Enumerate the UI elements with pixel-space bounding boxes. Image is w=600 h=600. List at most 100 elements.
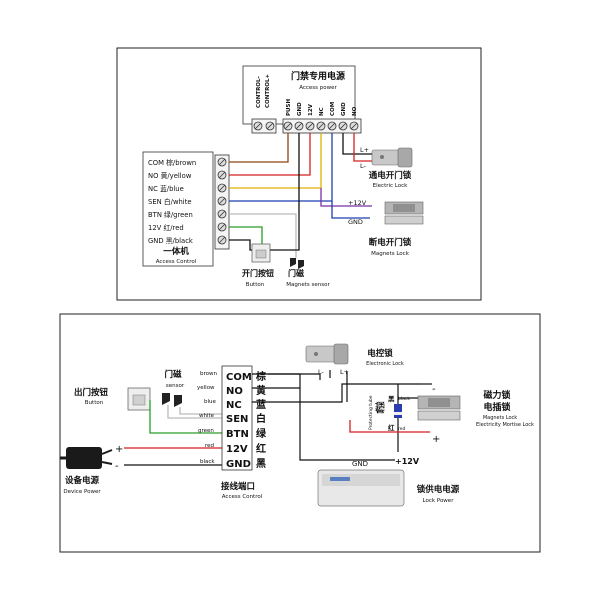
- wire-label-btn: BTN 绿/green: [148, 210, 193, 219]
- p2-color-yellow: yellow: [197, 385, 215, 391]
- all-in-one-title-cn: 一体机: [163, 246, 189, 257]
- power-screw-terminals: [251, 118, 362, 134]
- control-plus-label: CONTROL+: [265, 74, 271, 108]
- p2-terminal-btn: BTN: [226, 429, 249, 440]
- terminal-block-cn: 接线端口: [221, 481, 255, 492]
- p2-cn-yellow: 黄: [256, 384, 266, 397]
- tube-black-cn: 黑: [388, 394, 395, 403]
- p2-cn-red: 红: [256, 442, 266, 455]
- p2-magnet-lock-icon: [417, 395, 461, 421]
- button-icon: [251, 243, 271, 263]
- exit-button-cn: 出门按钮: [74, 387, 109, 398]
- magnet-sensor-en: Magnets sensor: [286, 282, 330, 288]
- panel-2-right-wires: [252, 370, 432, 461]
- wire-red-top: [229, 133, 311, 176]
- p2-12v-label: +12V: [395, 457, 420, 466]
- output-terminal-labels: PUSH GND 12V NC COM GND NO: [286, 99, 358, 116]
- control-minus-label: CONTROL-: [256, 76, 262, 108]
- wire-label-no: NO 黄/yellow: [148, 171, 192, 180]
- device-power-en: Device Power: [63, 489, 101, 495]
- p2-color-blue: blue: [204, 399, 217, 405]
- p2-magnet-lock-en2: Electricity Mortise Lock: [476, 422, 534, 428]
- panel-2-frame: [59, 313, 541, 553]
- wire-lplus: [342, 133, 372, 155]
- door-sensor-cn: 门磁: [164, 369, 182, 380]
- protect-tube-cn-1: 保护管: [373, 402, 386, 414]
- p1-lplus-label: L+: [360, 146, 369, 154]
- tube-black-en: black: [398, 396, 410, 402]
- magnet-lock-cn: 断电开门锁: [369, 237, 412, 248]
- magnet-lock-en: Magnets Lock: [371, 251, 410, 257]
- wire-white: [229, 213, 297, 258]
- lock-power-cn: 锁供电电源: [417, 484, 460, 495]
- panel-1-frame: [116, 47, 482, 301]
- p2-terminal-no: NO: [226, 386, 243, 397]
- electronic-lock-icon: [305, 343, 349, 365]
- p2-terminal-12v: 12V: [226, 444, 248, 455]
- door-sensor-en: sensor: [166, 383, 185, 389]
- p2-terminal-com: COM: [226, 372, 252, 383]
- p2-lminus: L-: [318, 368, 325, 376]
- panel-2-left-wires: [124, 400, 222, 466]
- p2-lplus: L+: [340, 368, 349, 376]
- terminal-label-no: NO: [352, 106, 358, 116]
- wire-gnd-blue: [331, 201, 370, 219]
- p2-terminal-sen: SEN: [226, 414, 248, 425]
- p2-wire-green: [149, 400, 222, 434]
- p2-magnet-lock-cn1: 磁力锁: [483, 389, 510, 401]
- p2-magnet-plus: +: [432, 434, 440, 445]
- wire-green: [229, 226, 263, 246]
- p2-color-red: red: [205, 443, 214, 449]
- lock-power-icon: [317, 469, 405, 507]
- magnet-sensor-cn: 门磁: [288, 268, 304, 278]
- p2-wire-gnd: [268, 373, 395, 461]
- p2-wire-red-lock: [349, 420, 430, 433]
- door-sensor-icon: [162, 393, 182, 407]
- button-cn: 开门按钮: [242, 268, 274, 278]
- p1-12v-label: +12V: [348, 199, 367, 207]
- p2-color-brown: brown: [200, 371, 217, 377]
- electric-lock-en: Electric Lock: [373, 183, 408, 189]
- wire-purple: [320, 188, 372, 207]
- p2-magnet-lock-en1: Magnets Lock: [483, 415, 517, 421]
- wire-brown: [229, 133, 289, 163]
- p2-wire-white2: [179, 407, 222, 415]
- p2-cn-brown: 棕: [255, 370, 266, 383]
- terminal-label-gnd2: GND: [341, 102, 347, 116]
- p1-lminus-label: L-: [360, 162, 367, 170]
- device-power-minus: -: [115, 461, 119, 472]
- p2-terminal-gnd: GND: [226, 459, 251, 470]
- access-power-title-en: Access power: [299, 85, 337, 91]
- terminal-label-nc: NC: [319, 107, 325, 116]
- p2-color-black: black: [200, 459, 215, 465]
- p2-color-green: green: [198, 428, 214, 434]
- p2-cn-black: 黑: [256, 458, 266, 470]
- wire-label-gnd: GND 黑/black: [148, 237, 193, 245]
- all-in-one-screw-strip: [214, 154, 230, 250]
- p2-terminal-cn-labels: 棕 黄 蓝 白 绿 红 黑: [255, 370, 267, 470]
- terminal-label-gnd: GND: [297, 102, 303, 116]
- tube-red-en: red: [398, 426, 406, 432]
- access-power-title-cn: 门禁专用电源: [291, 70, 345, 82]
- lock-power-en: Lock Power: [423, 498, 455, 504]
- electronic-lock-cn: 电控锁: [367, 348, 393, 359]
- protect-tube-en: Protecting tube: [368, 395, 374, 430]
- diode-icon: [394, 404, 402, 418]
- all-in-one-title-en: Access Control: [156, 259, 197, 265]
- p2-red-wire: [349, 420, 430, 433]
- exit-button-icon: [127, 387, 151, 411]
- p2-wire-color-labels: brown yellow blue white green red black: [197, 371, 217, 465]
- p2-terminal-nc: NC: [226, 400, 242, 411]
- p1-gnd-label: GND: [348, 218, 363, 226]
- wire-label-nc: NC 蓝/blue: [148, 184, 184, 193]
- tube-red-cn: 红: [388, 423, 395, 432]
- electronic-lock-en: Electronic Lock: [366, 361, 404, 367]
- p2-cn-green: 绿: [256, 427, 267, 440]
- wire-lminus: [353, 133, 372, 162]
- terminal-label-12v: 12V: [308, 103, 314, 116]
- p2-cn-white: 白: [256, 412, 266, 425]
- terminal-block-en: Access Control: [222, 494, 263, 500]
- wire-label-12v: 12V 红/red: [148, 223, 184, 232]
- p2-gnd-label: GND: [352, 460, 368, 468]
